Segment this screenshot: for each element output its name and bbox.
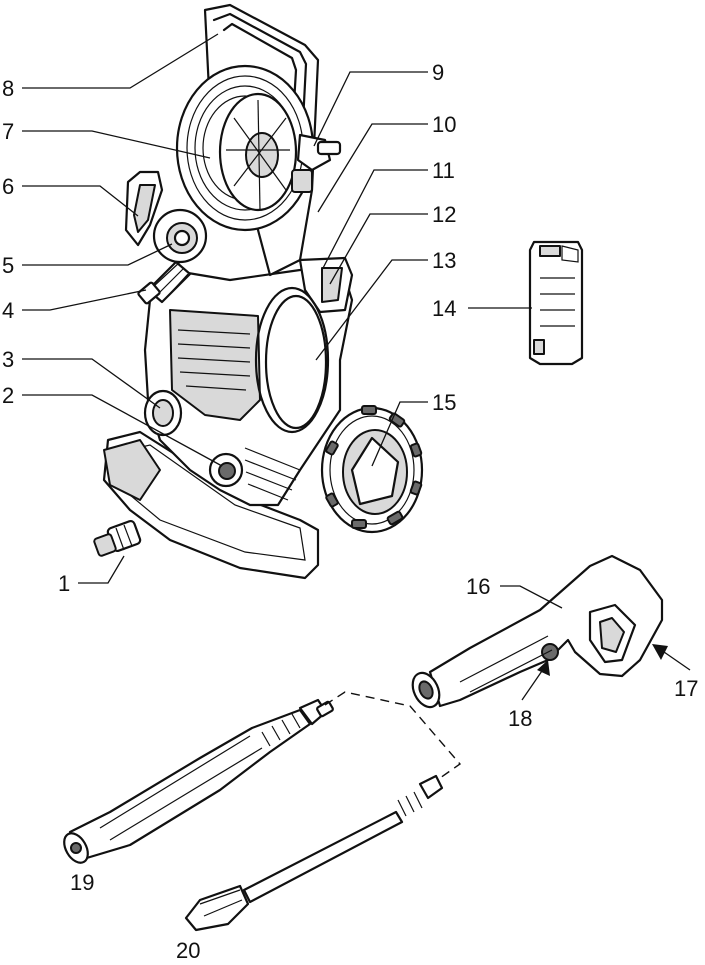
leader-13	[315, 259, 428, 361]
arrowhead-18	[537, 660, 550, 676]
leader-7	[22, 130, 211, 159]
leader-11	[321, 169, 428, 271]
vent-slats	[177, 329, 251, 391]
callout-7: 7	[2, 119, 14, 144]
callout-17: 17	[674, 676, 698, 701]
leader-1	[78, 555, 125, 584]
arrowhead-17	[652, 644, 668, 660]
detergent-holder-shade	[133, 184, 156, 233]
callout-1: 1	[58, 571, 70, 596]
callout-13: 13	[432, 248, 456, 273]
callout-5: 5	[2, 253, 14, 278]
callout-6: 6	[2, 174, 14, 199]
leader-12	[329, 213, 428, 285]
connection-dashed-line	[324, 691, 462, 779]
callout-4: 4	[2, 298, 14, 323]
callout-11: 11	[432, 158, 455, 183]
leader-4	[22, 289, 147, 311]
pressure-knob	[152, 208, 208, 264]
leader-6	[22, 185, 139, 217]
callout-18: 18	[508, 706, 532, 731]
leader-15	[371, 401, 428, 467]
leader-16	[500, 585, 563, 609]
front-vent	[169, 309, 261, 421]
wheel	[320, 405, 424, 534]
callout-16: 16	[466, 574, 490, 599]
leader-17	[663, 651, 691, 671]
leader-lines	[22, 33, 691, 701]
leader-3	[22, 358, 161, 409]
blaster-grip-ribs	[397, 791, 423, 817]
left-foot	[103, 439, 161, 501]
detergent-bottle	[528, 240, 584, 366]
leader-9	[313, 71, 428, 147]
reel-crank	[291, 133, 342, 193]
leader-5	[22, 243, 173, 266]
handle-frame	[212, 12, 308, 182]
lance-grip-ribs	[261, 713, 301, 747]
callout-14: 14	[432, 296, 456, 321]
hp-hose-connector	[137, 260, 192, 305]
coiled-hose	[254, 286, 330, 434]
leader-10	[317, 123, 428, 213]
callout-20: 20	[176, 938, 200, 963]
pressure-washer-unit	[102, 3, 424, 580]
callout-labels: 1 2 3 4 5 6 7 8 9 10 11 12 13 14 15 16 1…	[2, 60, 698, 963]
side-ribs	[244, 447, 301, 501]
callout-3: 3	[2, 347, 14, 372]
callout-12: 12	[432, 202, 456, 227]
callout-8: 8	[2, 76, 14, 101]
spray-lance	[63, 698, 334, 864]
water-inlet	[208, 452, 244, 488]
wheel-tread	[325, 405, 423, 529]
callout-15: 15	[432, 390, 456, 415]
trigger-gun	[411, 554, 664, 709]
callout-2: 2	[2, 383, 14, 408]
accessory-holder-shade	[321, 267, 343, 303]
leader-18	[521, 667, 545, 701]
dirt-blaster-lance	[184, 774, 444, 932]
leader-8	[22, 33, 219, 89]
callout-10: 10	[432, 112, 456, 137]
leader-2	[22, 394, 223, 467]
garden-hose-coupling	[93, 519, 142, 557]
callout-9: 9	[432, 60, 444, 85]
power-switch	[143, 389, 183, 437]
callout-19: 19	[70, 870, 94, 895]
hose-reel	[175, 64, 315, 232]
